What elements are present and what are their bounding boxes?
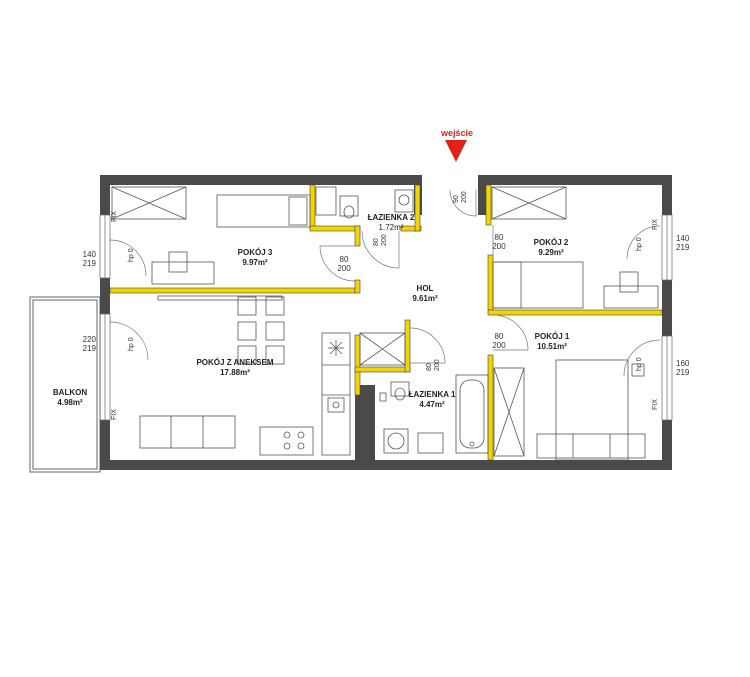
door-dims: 200	[461, 191, 468, 203]
room-area: 1.72m²	[378, 223, 404, 232]
room-name: BALKON	[52, 388, 88, 397]
room-name: POKÓJ Z ANEKSEM	[196, 358, 274, 367]
door-dims: 200	[434, 359, 441, 371]
door-dims: 80	[426, 363, 433, 371]
bathroom1-fixtures	[379, 367, 525, 457]
room-label-pokoj-z-aneksem: POKÓJ Z ANEKSEM 17.88m²	[185, 358, 285, 378]
room-label-lazienka-1: ŁAZIENKA 1 4.47m²	[402, 390, 462, 410]
room-name: POKÓJ 3	[237, 248, 273, 257]
living-furniture	[139, 296, 351, 456]
room-name: POKÓJ 1	[534, 332, 570, 341]
balcony-outline	[29, 296, 101, 473]
fix-label: FIX	[652, 219, 659, 230]
room-label-balkon: BALKON 4.98m²	[45, 388, 95, 408]
door-dims: 80	[373, 238, 380, 246]
room-area: 9.29m²	[538, 248, 564, 257]
sill-label: hp 0	[636, 357, 643, 371]
room-area: 9.97m²	[242, 258, 268, 267]
hall-wardrobe	[359, 332, 406, 366]
entrance-label: wejście	[441, 128, 474, 138]
room-name: HOL	[416, 284, 434, 293]
door-swings	[109, 189, 661, 377]
room-area: 9.61m²	[412, 294, 438, 303]
room-area: 10.51m²	[537, 342, 567, 351]
entrance-arrow-icon	[445, 140, 467, 162]
room-label-hol: HOL 9.61m²	[400, 284, 450, 304]
room-name: POKÓJ 2	[533, 238, 569, 247]
room-label-lazienka-2: ŁAZIENKA 2 1.72m²	[361, 213, 421, 233]
door-dims: 200	[381, 234, 388, 246]
fix-label: FIX	[111, 409, 118, 420]
sill-label: hp 0	[128, 248, 135, 262]
room-name: ŁAZIENKA 1	[408, 390, 456, 399]
room3-furniture	[111, 186, 311, 301]
room-name: ŁAZIENKA 2	[367, 213, 415, 222]
bathroom2-fixtures	[315, 186, 414, 219]
sill-label: hp 0	[636, 237, 643, 251]
room-label-pokoj-1: POKÓJ 1 10.51m²	[522, 332, 582, 352]
room2-furniture	[491, 186, 659, 309]
room1-furniture	[536, 359, 646, 461]
sill-label: hp 0	[128, 337, 135, 351]
room-label-pokoj-2: POKÓJ 2 9.29m²	[521, 238, 581, 258]
fix-label: FIX	[111, 211, 118, 222]
window-frames	[99, 214, 673, 421]
room-area: 4.98m²	[57, 398, 83, 407]
room-label-pokoj-3: POKÓJ 3 9.97m²	[225, 248, 285, 268]
room-area: 17.88m²	[220, 368, 250, 377]
door-dims: 90	[453, 195, 460, 203]
room-area: 4.47m²	[419, 400, 445, 409]
fix-label: FIX	[652, 399, 659, 410]
